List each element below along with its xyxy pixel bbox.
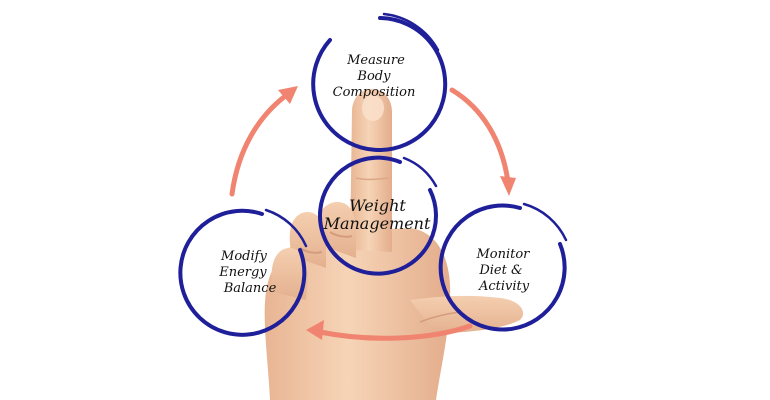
knuckle-crease <box>329 231 353 238</box>
circle-center-ring <box>317 155 438 276</box>
node-circles <box>178 12 568 337</box>
hand-pinky-finger <box>271 247 308 300</box>
node-label-center: Weight Management <box>323 196 431 233</box>
arrow-left-to-top <box>229 91 291 197</box>
thumb-crease <box>419 311 461 323</box>
arrow-right-to-left-head <box>306 320 324 340</box>
arrow-right-to-left <box>317 323 473 341</box>
hand-palm <box>264 228 451 400</box>
node-label-right: Monitor Diet & Activity <box>475 247 533 294</box>
hand-index-finger <box>350 88 392 253</box>
node-label-top: Measure Body Composition <box>333 53 416 100</box>
node-label-left: Modify Energy Balance <box>218 249 276 296</box>
circle-right-ring-stroke <box>522 202 568 242</box>
pointing-hand-icon <box>264 88 524 400</box>
circle-right-ring <box>438 203 567 332</box>
arrow-left-to-top-head <box>278 86 298 104</box>
finger-crease <box>355 177 389 181</box>
cycle-arrows <box>229 86 516 341</box>
circle-top-ring-stroke <box>382 12 440 52</box>
arrow-top-to-right <box>449 87 511 185</box>
circle-center-ring-stroke <box>402 156 438 188</box>
circle-top-ring <box>311 16 448 152</box>
circle-left-ring-stroke <box>264 208 308 248</box>
arrow-top-to-right-head <box>500 176 516 196</box>
hand-thumb <box>410 295 524 334</box>
circle-left-ring <box>178 208 307 337</box>
index-fingernail <box>362 95 384 121</box>
